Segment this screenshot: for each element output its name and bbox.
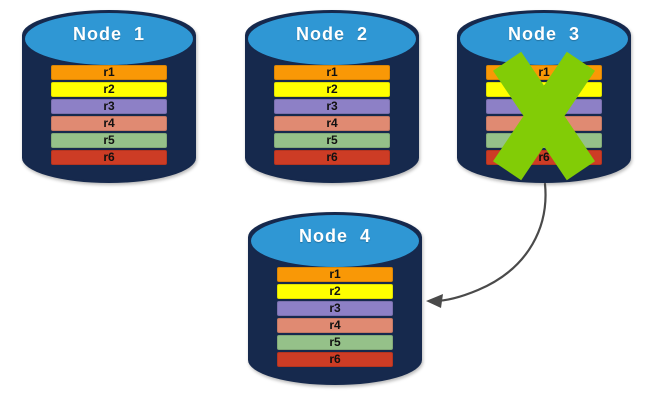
node-4-row-r1: r1 <box>277 267 393 282</box>
node-1-row-r4: r4 <box>51 116 167 131</box>
node-2-title: Node 2 <box>295 24 368 44</box>
node-1-row-r5: r5 <box>51 133 167 148</box>
node-1-row-r1: r1 <box>51 65 167 80</box>
node-4-rows: r1 r2 r3 r4 r5 r6 <box>277 267 393 367</box>
node-2-cylinder-top <box>246 11 418 67</box>
node-3-rows: r1 r2 r3 r4 r5 r6 <box>486 65 602 165</box>
node-3[interactable]: Node 3 r1 r2 r3 r4 r5 r6 <box>457 10 631 183</box>
node-2-row-r5: r5 <box>274 133 390 148</box>
node-1-cylinder-top <box>23 11 195 67</box>
node-2-row-r2: r2 <box>274 82 390 97</box>
node-4-cylinder-top <box>249 213 421 269</box>
node-4-row-r4: r4 <box>277 318 393 333</box>
node-3-row-r3: r3 <box>486 99 602 114</box>
node-4[interactable]: Node 4 r1 r2 r3 r4 r5 r6 <box>248 212 422 385</box>
node-1[interactable]: Node 1 r1 r2 r3 r4 r5 r6 <box>22 10 196 183</box>
node-2-rows: r1 r2 r3 r4 r5 r6 <box>274 65 390 165</box>
node-3-row-r4: r4 <box>486 116 602 131</box>
node-4-title: Node 4 <box>298 226 371 246</box>
node-1-row-r2: r2 <box>51 82 167 97</box>
node-2-row-r4: r4 <box>274 116 390 131</box>
node-2-row-r3: r3 <box>274 99 390 114</box>
node-2-row-r6: r6 <box>274 150 390 165</box>
node-1-row-r3: r3 <box>51 99 167 114</box>
node-1-title: Node 1 <box>72 24 145 44</box>
node-3-title: Node 3 <box>507 24 580 44</box>
node-3-row-r1: r1 <box>486 65 602 80</box>
node-4-row-r5: r5 <box>277 335 393 350</box>
node-2-row-r1: r1 <box>274 65 390 80</box>
node-3-row-r5: r5 <box>486 133 602 148</box>
node-4-row-r6: r6 <box>277 352 393 367</box>
node-4-row-r2: r2 <box>277 284 393 299</box>
node-1-row-r6: r6 <box>51 150 167 165</box>
node-1-rows: r1 r2 r3 r4 r5 r6 <box>51 65 167 165</box>
node-4-row-r3: r3 <box>277 301 393 316</box>
node-3-row-r6: r6 <box>486 150 602 165</box>
node-3-row-r2: r2 <box>486 82 602 97</box>
node-2[interactable]: Node 2 r1 r2 r3 r4 r5 r6 <box>245 10 419 183</box>
